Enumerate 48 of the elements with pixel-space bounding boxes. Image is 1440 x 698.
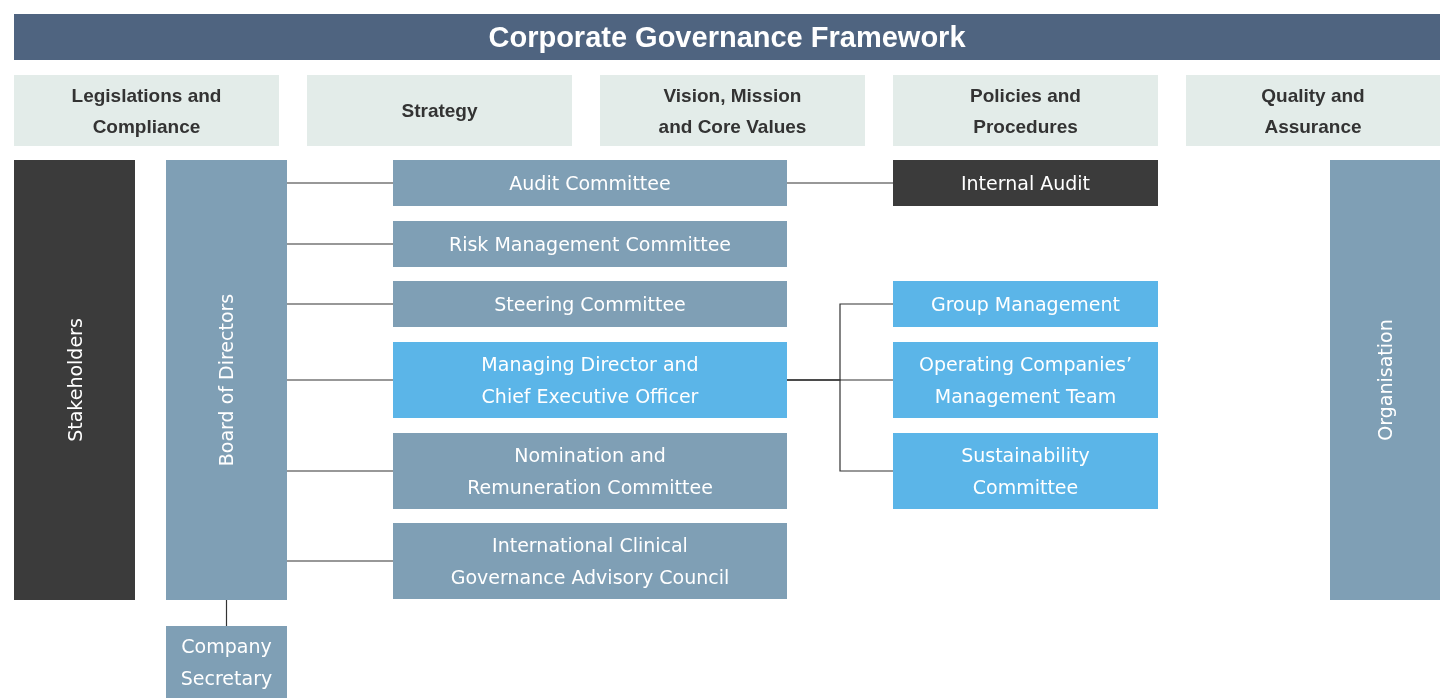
header-label: Strategy [401, 99, 478, 123]
process-box [393, 342, 787, 418]
header-label: Quality and Assurance [1260, 83, 1366, 139]
header-box [600, 75, 865, 146]
node-label: Company Secretary [179, 634, 274, 691]
process-box [393, 433, 787, 509]
header-label: Legislations and Compliance [70, 83, 223, 139]
header-label: Vision, Mission and Core Values [657, 83, 808, 139]
connector-line [286, 243, 394, 245]
node-label: Group Management [930, 292, 1120, 317]
connector-line [225, 599, 228, 627]
vertical-bar [14, 160, 135, 600]
node-label: Managing Director and Chief Executive Officer [480, 352, 700, 409]
process-box [893, 281, 1158, 327]
node-label: Risk Management Committee [448, 232, 732, 257]
process-box [166, 626, 287, 698]
header-label: Policies and Procedures [969, 83, 1082, 139]
process-box [393, 523, 787, 599]
process-box [893, 433, 1158, 509]
connector-line [786, 379, 894, 472]
connector-line [786, 182, 894, 184]
vertical-bar [166, 160, 287, 600]
process-box [893, 160, 1158, 206]
node-label: Nomination and Remuneration Committee [466, 443, 714, 500]
node-label: Audit Committee [509, 171, 671, 196]
header-box [893, 75, 1158, 146]
node-label: Stakeholders [62, 318, 87, 442]
connector-line [286, 470, 394, 472]
node-label: Internal Audit [960, 171, 1091, 196]
node-label: Sustainability Committee [960, 443, 1091, 500]
header-box [307, 75, 572, 146]
title-text: Corporate Governance Framework [488, 20, 966, 54]
process-box [393, 221, 787, 267]
connector-line [286, 182, 394, 184]
node-label: Operating Companies’ Management Team [917, 352, 1134, 409]
header-box [1186, 75, 1440, 146]
process-box [393, 281, 787, 327]
node-label: International Clinical Governance Advisory Council [449, 533, 731, 590]
connector-line [286, 303, 394, 305]
connector-line [286, 379, 394, 381]
node-label: Steering Committee [494, 292, 686, 317]
node-label: Board of Directors [214, 293, 239, 467]
vertical-bar [1330, 160, 1440, 600]
process-box [893, 342, 1158, 418]
node-label: Organisation [1373, 319, 1397, 441]
connector-line [286, 560, 394, 562]
header-box [14, 75, 279, 146]
process-box [393, 160, 787, 206]
